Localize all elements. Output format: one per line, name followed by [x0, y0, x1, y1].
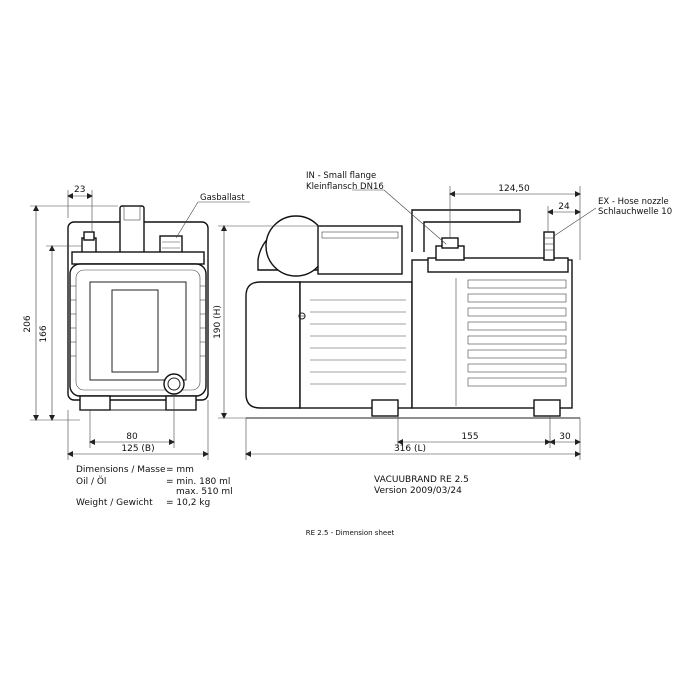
oil-min: = min. 180 ml: [166, 477, 230, 487]
oil-label: Oil / Öl: [76, 476, 106, 487]
dim-206: 206: [23, 315, 33, 332]
front-crossbar: [71, 251, 205, 265]
exhaust-nozzle: [543, 231, 555, 261]
dim-30: 30: [559, 432, 571, 442]
motor-fins: [310, 299, 406, 385]
front-foot-right: [165, 395, 197, 411]
caption: RE 2.5 - Dimension sheet: [306, 529, 395, 537]
dim-125b: 125 (B): [121, 444, 154, 454]
front-handle: [119, 205, 145, 257]
front-housing: [69, 263, 207, 397]
dim-80: 80: [126, 432, 138, 442]
dim-316l: 316 (L): [394, 444, 426, 454]
front-view: [67, 205, 209, 411]
pump-body: [411, 259, 573, 409]
dim-166: 166: [39, 325, 49, 342]
label-ex: EX - Hose nozzle: [598, 197, 669, 207]
motor-housing: [299, 281, 413, 409]
weight-value: = 10,2 kg: [166, 498, 210, 508]
label-in: IN - Small flange: [306, 171, 376, 181]
dim-190h: 190 (H): [213, 305, 223, 339]
motor-end: [245, 281, 301, 409]
label-ex-de: Schlauchwelle 10: [598, 207, 672, 217]
dims-label: Dimensions / Masse: [76, 465, 166, 475]
dim-24: 24: [558, 202, 570, 212]
model-version: Version 2009/03/24: [374, 486, 462, 496]
label-in-de: Kleinflansch DN16: [306, 182, 384, 192]
side-foot-left: [371, 399, 399, 417]
dim-124-50: 124,50: [498, 184, 530, 194]
model-name: VACUUBRAND RE 2.5: [374, 475, 469, 485]
front-dimensions: 23 Gasballast 206 166 80 125 (B): [23, 185, 250, 460]
oil-sight-glass: [163, 373, 185, 395]
side-dimensions: 190 (H) IN - Small flange Kleinflansch D…: [213, 171, 672, 460]
front-foot-left: [79, 395, 111, 411]
side-foot-right: [533, 399, 561, 417]
dims-value: = mm: [166, 465, 194, 475]
carry-handle: [411, 209, 521, 252]
weight-label: Weight / Gewicht: [76, 498, 153, 508]
spec-block: Dimensions / Masse = mm Oil / Öl = min. …: [76, 465, 233, 508]
label-gasballast: Gasballast: [200, 193, 245, 203]
front-window: [89, 281, 187, 381]
terminal-box: [317, 225, 403, 275]
model-block: VACUUBRAND RE 2.5 Version 2009/03/24: [374, 475, 469, 496]
pump-fins: [467, 279, 567, 387]
side-view: [245, 209, 580, 419]
dim-23: 23: [74, 185, 85, 195]
oil-max: max. 510 ml: [176, 487, 233, 497]
dim-155: 155: [461, 432, 478, 442]
